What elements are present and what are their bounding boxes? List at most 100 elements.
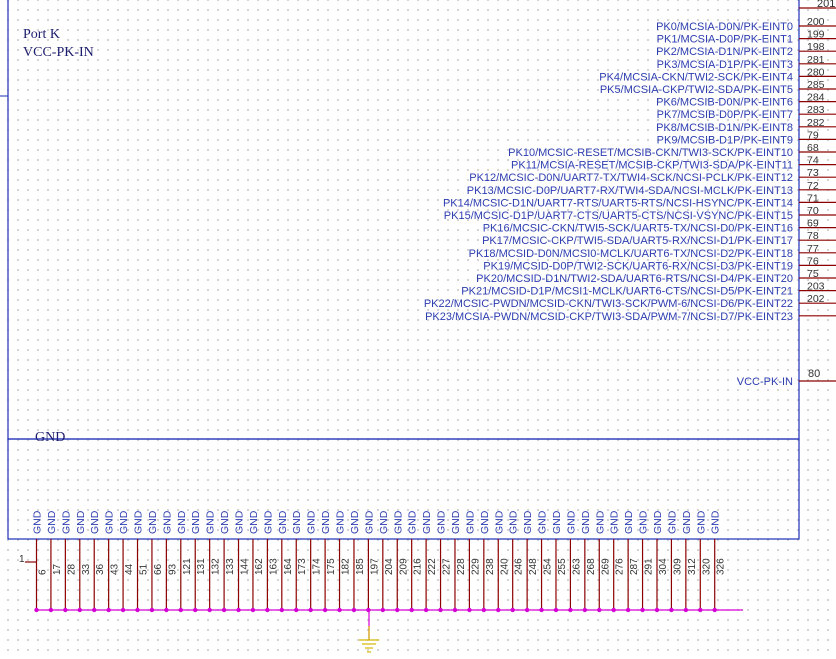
gnd-pin-number: 268 bbox=[586, 558, 597, 575]
gnd-pin-label: GND bbox=[623, 510, 635, 534]
gnd-pin-number: 222 bbox=[427, 558, 438, 575]
gnd-pin-label: GND bbox=[291, 510, 303, 534]
gnd-pin-number: 216 bbox=[413, 558, 424, 575]
gnd-pin-label: GND bbox=[176, 510, 188, 534]
port-k-pin[interactable]: PK21/MCSID-D1P/MCSI1-MCLK/UART6-CTS/NCSI… bbox=[461, 281, 836, 298]
pin-label: PK13/MCSIC-D0P/UART7-RX/TWI4-SDA/NCSI-MC… bbox=[467, 185, 793, 197]
gnd-pin-number: 326 bbox=[716, 558, 727, 575]
gnd-pin-label: GND bbox=[46, 510, 58, 534]
ground-symbol-icon[interactable] bbox=[359, 626, 379, 653]
port-k-pin[interactable]: PK12/MCSIC-D0N/UART7-TX/TWI4-SCK/NCSI-PC… bbox=[469, 167, 836, 184]
vcc-pin-label: VCC-PK-IN bbox=[737, 376, 793, 388]
gnd-pin-number: 43 bbox=[110, 563, 121, 575]
port-k-pin[interactable]: PK13/MCSIC-D0P/UART7-RX/TWI4-SDA/NCSI-MC… bbox=[467, 180, 836, 197]
pin-number: 200 bbox=[807, 16, 825, 28]
pin-label: PK12/MCSIC-D0N/UART7-TX/TWI4-SCK/NCSI-PC… bbox=[469, 172, 793, 184]
port-k-pin[interactable]: PK20/MCSID-D1N/TWI2-SDA/UART6-RTS/NCSI-D… bbox=[476, 268, 836, 285]
pin-number: 281 bbox=[807, 54, 825, 66]
port-k-pin[interactable]: PK16/MCSIC-CKN/TWI5-SCK/UART5-TX/NCSI-D0… bbox=[483, 218, 836, 235]
port-k-pin[interactable]: PK19/MCSID-D0P/TWI2-SCK/UART6-RX/NCSI-D3… bbox=[483, 255, 836, 272]
gnd-pin-label: GND bbox=[349, 510, 361, 534]
gnd-pin-number: 197 bbox=[369, 558, 380, 575]
port-k-pin[interactable]: PK14/MCSIC-D1N/UART7-RTS/UART5-RTS/NCSI-… bbox=[443, 192, 836, 209]
gnd-pin-label: GND bbox=[609, 510, 621, 534]
port-k-pin[interactable]: PK17/MCSIC-CKP/TWI5-SDA/UART5-RX/NCSI-D1… bbox=[482, 230, 836, 247]
gnd-pin-label: GND bbox=[638, 510, 650, 534]
gnd-pin-number: 173 bbox=[297, 558, 308, 575]
port-k-pin[interactable]: PK10/MCSIC-RESET/MCSIB-CKN/TWI3-SCK/PK-E… bbox=[508, 142, 836, 159]
pin-label: PK22/MCSIC-PWDN/MCSID-CKN/TWI3-SCK/PWM-6… bbox=[424, 298, 793, 310]
pin-label: PK2/MCSIA-D1N/PK-EINT2 bbox=[656, 46, 793, 58]
gnd-pin-number: 227 bbox=[442, 558, 453, 575]
port-k-pin[interactable]: PK23/MCSIA-PWDN/MCSID-CKP/TWI3-SDA/PWM-7… bbox=[425, 311, 836, 323]
port-k-pin[interactable]: PK15/MCSIC-D1P/UART7-CTS/UART5-CTS/NCSI-… bbox=[444, 205, 836, 222]
pin-label: PK3/MCSIA-D1P/PK-EINT3 bbox=[657, 59, 793, 71]
gnd-pin-number: 276 bbox=[615, 558, 626, 575]
gnd-pin-number: 66 bbox=[153, 563, 164, 575]
port-k-pin[interactable]: PK11/MCSIA-RESET/MCSIB-CKP/TWI3-SDA/PK-E… bbox=[511, 155, 836, 172]
pin-label: PK14/MCSIC-D1N/UART7-RTS/UART5-RTS/NCSI-… bbox=[443, 197, 793, 209]
gnd-pin[interactable]: GND 33 bbox=[75, 510, 92, 613]
gnd-pin-number: 33 bbox=[81, 563, 92, 575]
gnd-pin-number: 162 bbox=[254, 558, 265, 575]
gnd-pin-number: 309 bbox=[672, 558, 683, 575]
gnd-pin-number: 228 bbox=[456, 558, 467, 575]
pin-number: 74 bbox=[807, 155, 819, 167]
pin-label: PK9/MCSIB-D1P/PK-EINT9 bbox=[657, 134, 793, 146]
gnd-pin[interactable]: GND 173 bbox=[291, 510, 308, 613]
port-k-pin[interactable]: PK3/MCSIA-D1P/PK-EINT3 281 bbox=[657, 54, 836, 71]
gnd-section-body[interactable] bbox=[7, 438, 800, 540]
gnd-pin-label: GND bbox=[75, 510, 87, 534]
gnd-pin-label: GND bbox=[89, 510, 101, 534]
port-k-pin[interactable]: PK22/MCSIC-PWDN/MCSID-CKN/TWI3-SCK/PWM-6… bbox=[424, 293, 836, 310]
port-k-pin[interactable]: PK18/MCSID-D0N/MCSI0-MCLK/UART6-TX/NCSI-… bbox=[469, 243, 836, 260]
